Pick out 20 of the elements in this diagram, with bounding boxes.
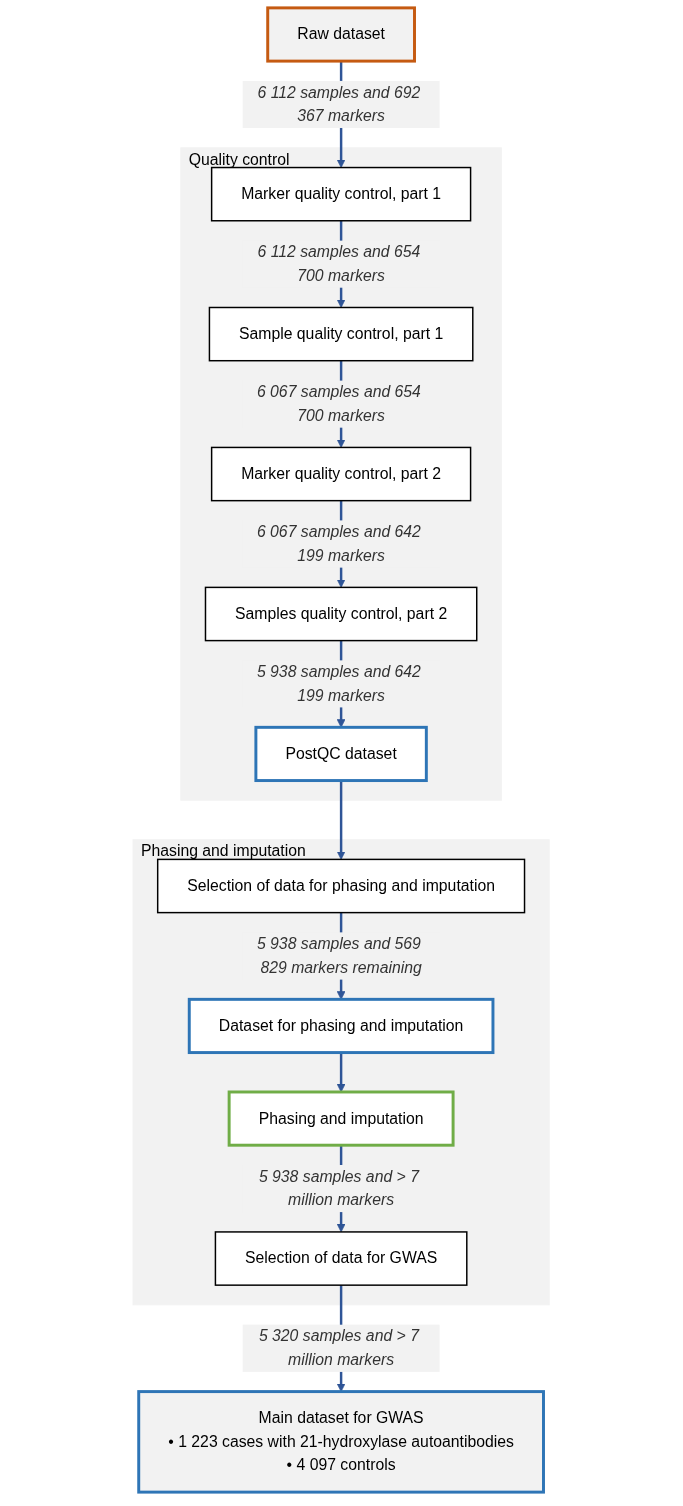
- edge-label: 5 320 samples and > 7 million markers: [259, 1327, 420, 1368]
- edge-label: 5 938 samples and 642 199 markers: [257, 663, 422, 704]
- node-box: Phasing and imputation: [228, 1090, 455, 1147]
- edge-label: 5 938 samples and > 7 million markers: [259, 1167, 420, 1209]
- edge-label: 6 112 samples and 654 700 markers: [257, 243, 421, 284]
- edge-label: 6 067 samples and 654 700 markers: [257, 383, 422, 424]
- node-box: Marker quality control, part 1: [211, 166, 472, 222]
- arrow: [337, 780, 346, 860]
- node-box: Sample quality control, part 1: [209, 306, 474, 362]
- node-box: Raw dataset: [266, 6, 417, 63]
- node-box: Samples quality control, part 2: [205, 586, 478, 642]
- edge-label: 6 067 samples and 642 199 markers: [257, 523, 422, 564]
- edge-label: 6 112 samples and 692 367 markers: [257, 83, 421, 125]
- node-box: Selection of data for GWAS: [215, 1231, 468, 1286]
- node-box: Dataset for phasing and imputation: [188, 997, 495, 1055]
- node-box: Main dataset for GWAS • 1 223 cases with 21-hydroxylase autoantibodies • 4 097 controls: [137, 1390, 546, 1494]
- node-box: PostQC dataset: [254, 725, 429, 783]
- node-box: Marker quality control, part 2: [211, 446, 472, 502]
- node-box: Selection of data for phasing and imputation: [157, 858, 526, 914]
- edge-label: 5 938 samples and 569 829 markers remaining: [257, 935, 423, 976]
